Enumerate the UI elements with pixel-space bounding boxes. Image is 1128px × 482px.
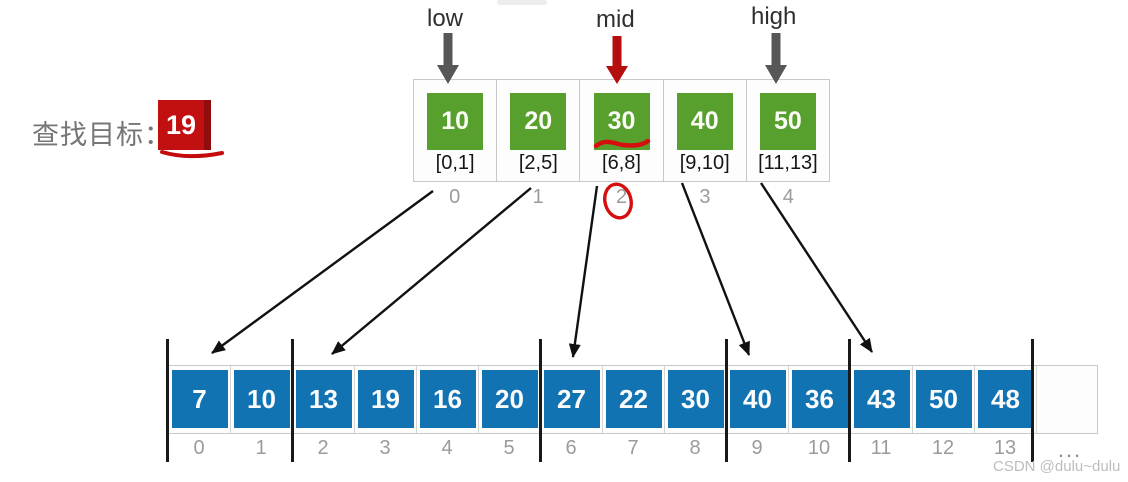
array-cell: 30 — [665, 366, 727, 433]
index-block-0: 10 [0,1] — [414, 80, 498, 181]
array-cell: 13 — [293, 366, 355, 433]
array-index: 0 — [193, 437, 205, 459]
index-block-4: 50 [11,13] — [747, 80, 829, 181]
index-table: 10 [0,1] 20 [2,5] 30 [6,8] 40 [9,10] 50 … — [413, 79, 830, 182]
array-cell: 20 — [479, 366, 541, 433]
search-target-label: 查找目标： — [32, 120, 172, 150]
array-cell: 27 — [541, 366, 603, 433]
block-index: 1 — [532, 186, 544, 208]
array-cell: 40 — [727, 366, 789, 433]
index-block-2: 30 [6,8] — [580, 80, 664, 181]
block-range: [9,10] — [679, 152, 730, 174]
array-value: 7 — [171, 370, 228, 428]
array-cell: 48 — [975, 366, 1037, 433]
array-value: 40 — [729, 370, 786, 428]
array-index: 10 — [807, 437, 831, 459]
block-link-arrow-1 — [331, 187, 532, 355]
block-max-value: 50 — [759, 93, 816, 150]
array-value: 50 — [915, 370, 972, 428]
array-value: 27 — [543, 370, 600, 428]
block-index: 3 — [699, 186, 711, 208]
divider-line — [848, 339, 851, 462]
block-max-value: 10 — [427, 93, 484, 150]
low-pointer-label: low — [427, 5, 464, 32]
array-index: 12 — [931, 437, 955, 459]
block-range: [11,13] — [758, 152, 818, 174]
array-value: 20 — [481, 370, 538, 428]
array-value: 22 — [605, 370, 662, 428]
block-index: 0 — [449, 186, 461, 208]
block-max-value: 20 — [510, 93, 567, 150]
array-index: 3 — [379, 437, 391, 459]
array-cell: 43 — [851, 366, 913, 433]
array-cell: 7 — [169, 366, 231, 433]
array-cell: 50 — [913, 366, 975, 433]
array-index: 13 — [993, 437, 1017, 459]
array-value: 13 — [295, 370, 352, 428]
array-index: 6 — [565, 437, 577, 459]
array-cell: 19 — [355, 366, 417, 433]
array-index: 7 — [627, 437, 639, 459]
main-array-indices: 0 1 2 3 4 5 6 7 8 9 10 11 12 13 — [168, 437, 1036, 460]
array-continuation-ellipsis: ... — [1057, 437, 1083, 462]
mid-pointer-label: mid — [596, 6, 635, 33]
watermark: CSDN @dulu~dulu — [993, 458, 1121, 475]
block-range: [2,5] — [518, 152, 558, 174]
top-edge-smudge — [497, 0, 547, 5]
low-arrow-icon — [437, 33, 459, 84]
block-max-value: 40 — [676, 93, 733, 150]
array-empty-cell — [1037, 366, 1097, 433]
search-target-value: 19 — [158, 100, 211, 150]
array-cell: 10 — [231, 366, 293, 433]
divider-line — [725, 339, 728, 462]
array-cell: 16 — [417, 366, 479, 433]
array-value: 16 — [419, 370, 476, 428]
array-cell: 36 — [789, 366, 851, 433]
array-value: 19 — [357, 370, 414, 428]
block-range: [6,8] — [602, 152, 641, 174]
high-arrow-icon — [765, 33, 787, 84]
array-index: 4 — [441, 437, 453, 459]
divider-line — [1031, 339, 1034, 462]
array-index: 1 — [255, 437, 267, 459]
target-underline-mark — [160, 150, 224, 159]
array-index: 8 — [689, 437, 701, 459]
divider-line — [291, 339, 294, 462]
array-value: 10 — [233, 370, 290, 428]
array-index: 5 — [503, 437, 515, 459]
array-value: 43 — [853, 370, 910, 428]
array-index: 11 — [870, 437, 892, 459]
array-value: 36 — [791, 370, 848, 428]
array-value: 30 — [667, 370, 724, 428]
index-block-1: 20 [2,5] — [497, 80, 581, 181]
array-cell: 22 — [603, 366, 665, 433]
index-table-indices: 0 1 2 3 4 — [413, 186, 830, 209]
main-array: 7 10 13 19 16 20 27 22 30 40 36 43 50 48 — [168, 365, 1098, 434]
array-index: 2 — [317, 437, 329, 459]
high-pointer-label: high — [751, 3, 797, 30]
divider-line — [539, 339, 542, 462]
block-link-arrow-2 — [568, 185, 599, 358]
index-block-3: 40 [9,10] — [664, 80, 747, 181]
divider-line — [166, 339, 169, 462]
block-max-value: 30 — [593, 93, 650, 150]
block-link-arrow-0 — [211, 190, 434, 354]
block-range: [0,1] — [435, 152, 475, 174]
block-index: 4 — [782, 186, 794, 208]
mid-arrow-icon — [606, 36, 628, 84]
array-index: 9 — [751, 437, 763, 459]
block-index-circled: 2 — [615, 186, 628, 208]
array-value: 48 — [977, 370, 1034, 428]
